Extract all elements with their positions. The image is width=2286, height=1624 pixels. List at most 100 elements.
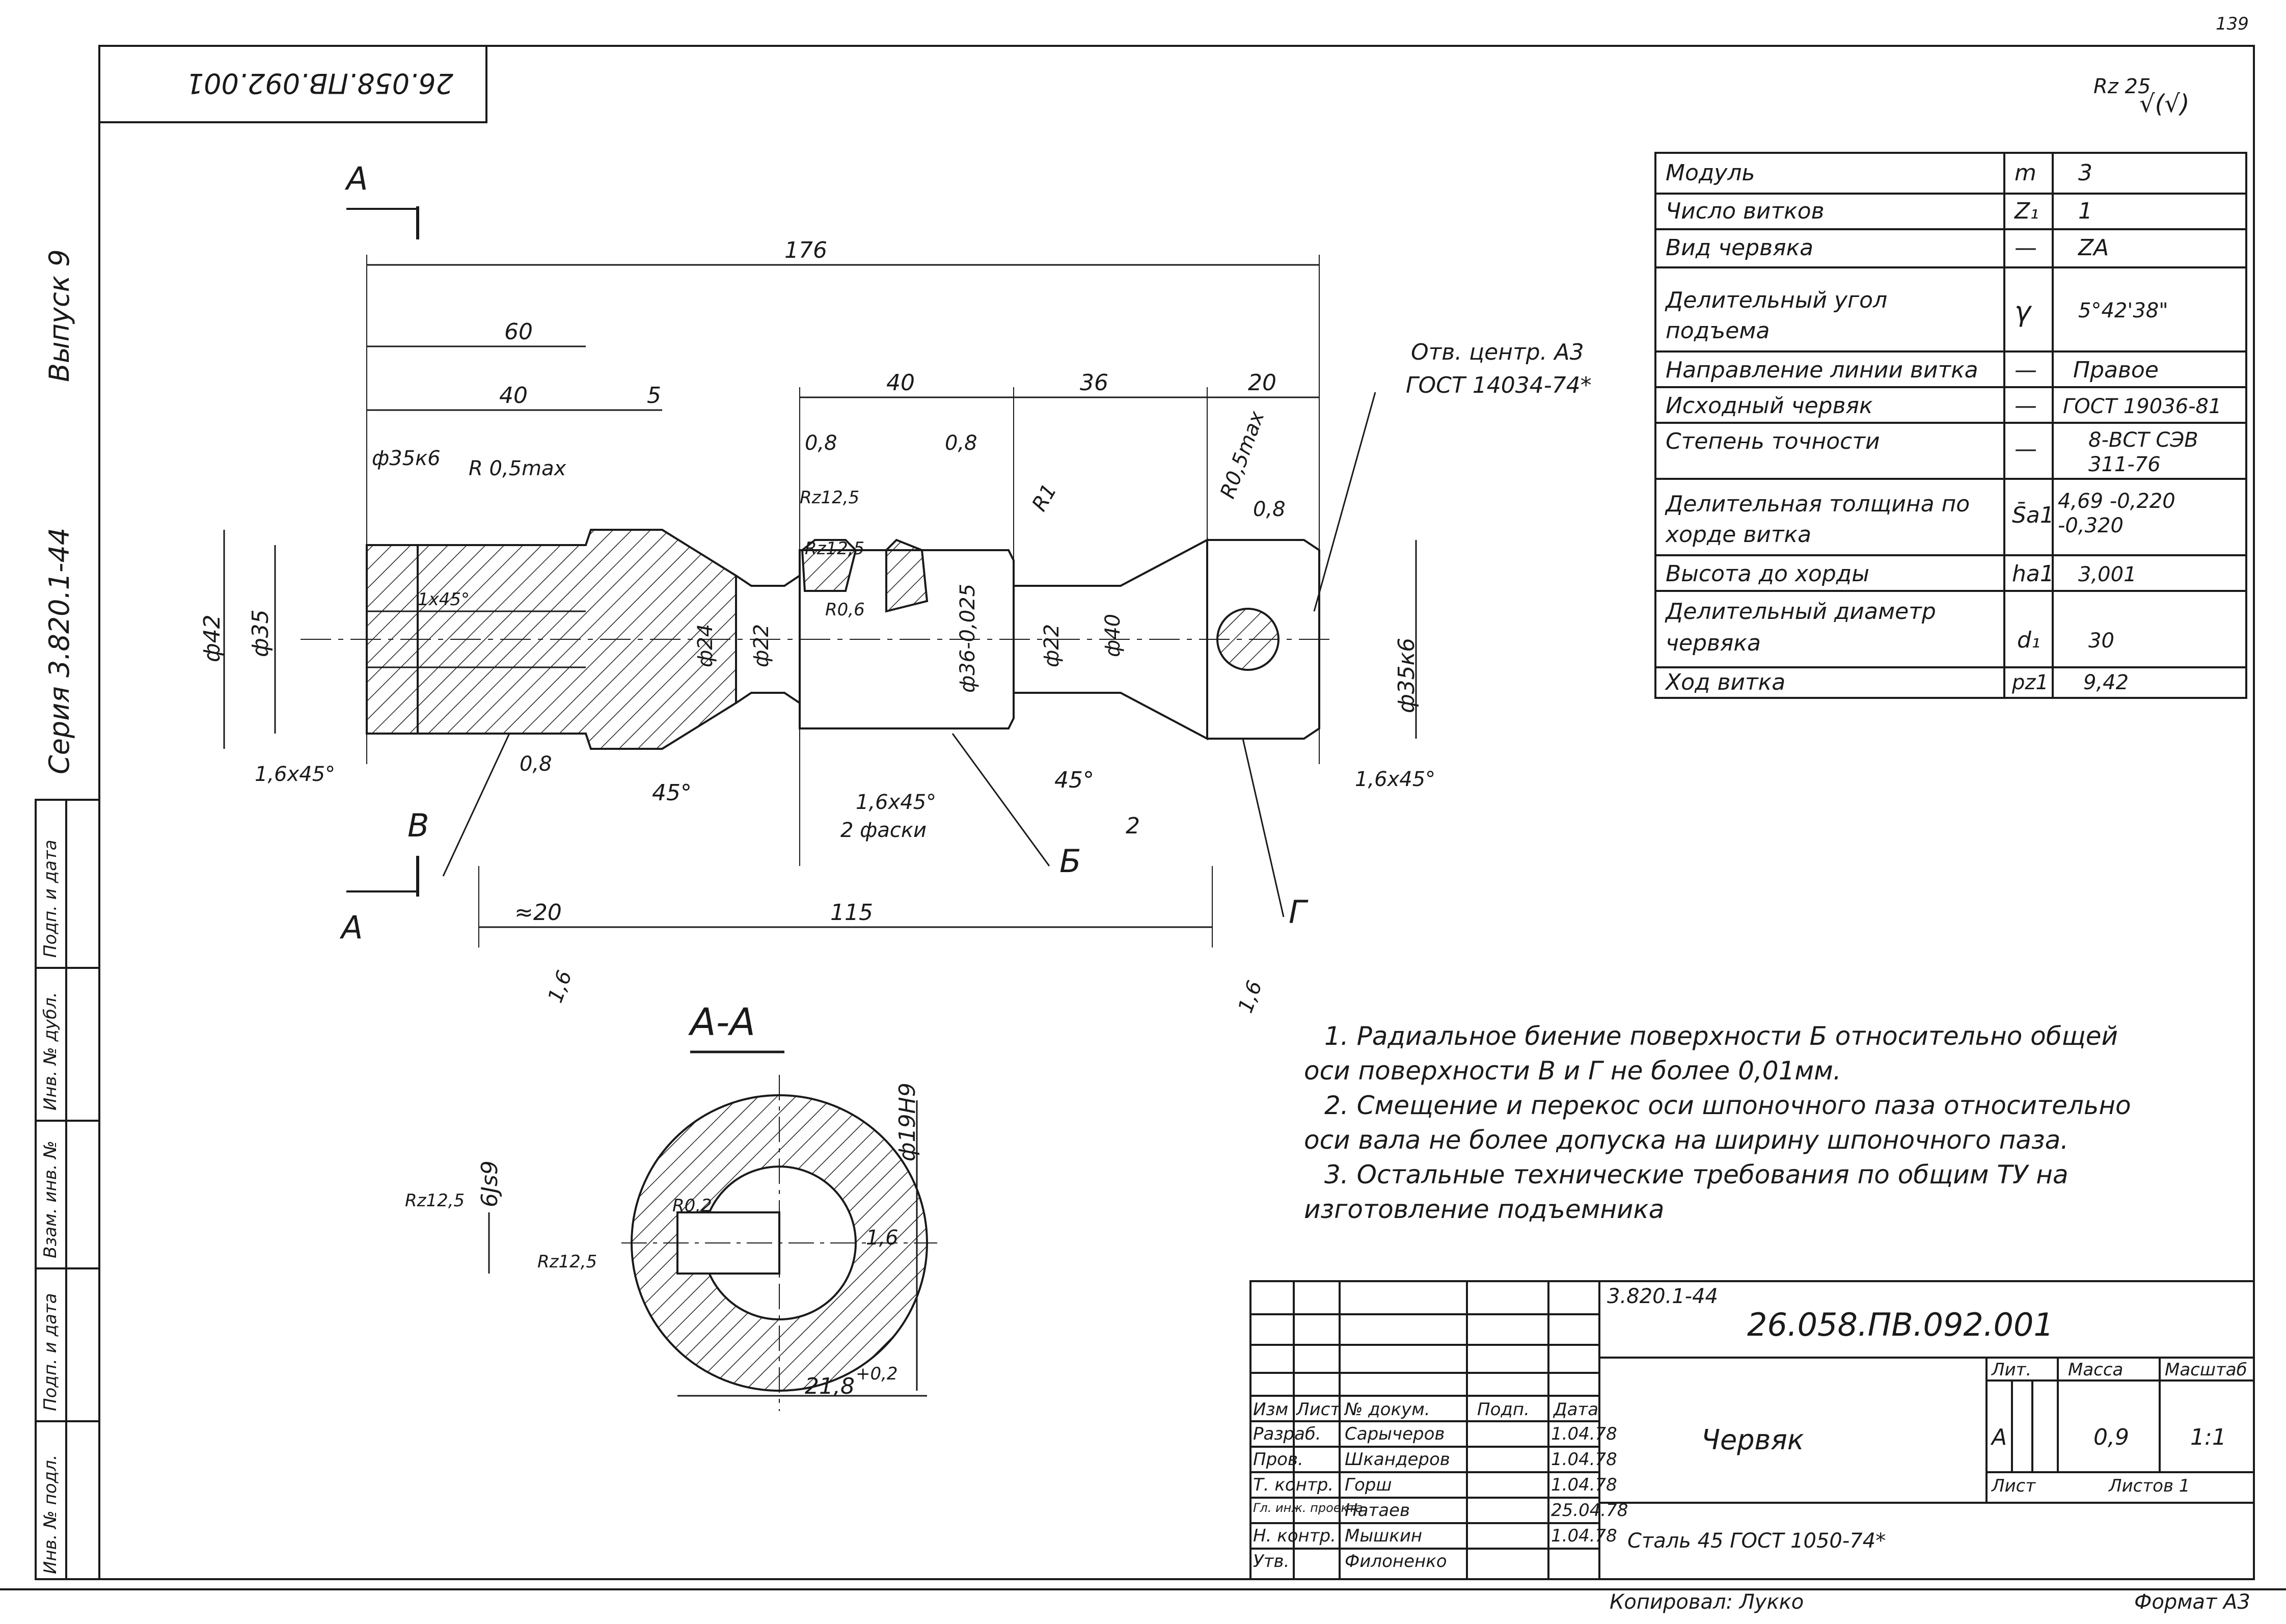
dim-d22-right: ф22 — [1040, 624, 1064, 667]
dim-d42: ф42 — [199, 614, 225, 662]
param-sym-direction: — — [2015, 357, 2037, 383]
section-roughness-16: 1,6 — [866, 1226, 899, 1250]
param-sym-type: — — [2015, 235, 2037, 261]
roughness-08-a: 0,8 — [805, 431, 837, 455]
param-val-direction: Правое — [2073, 357, 2159, 383]
tb-head-date: Дата — [1554, 1399, 1599, 1420]
tb-name-3: Горш — [1345, 1475, 1392, 1495]
section-title: А-А — [690, 1000, 755, 1044]
tb-head-doc: № докум. — [1345, 1399, 1430, 1420]
param-name-accuracy: Степень точности — [1666, 428, 1880, 454]
section-r02: R0,2 — [672, 1196, 712, 1216]
param-sym-chord-thickness: S̄a1 — [2012, 502, 2054, 528]
param-val-lead-angle: 5°42'38" — [2078, 299, 2168, 322]
param-sym-pitch-diameter: d₁ — [2017, 627, 2040, 653]
dim-r05max-left: R 0,5max — [469, 457, 566, 480]
section-rz125-b: Rz12,5 — [537, 1252, 597, 1272]
chamfer-1x45: 1x45° — [418, 589, 470, 610]
dim-d35k6-right: ф35к6 — [1394, 637, 1420, 713]
tb-name-2: Шкандеров — [1345, 1449, 1450, 1470]
tb-date-3: 1.04.78 — [1551, 1475, 1617, 1495]
note-line-1: 1. Радиальное биение поверхности Б относ… — [1324, 1021, 2118, 1051]
tb-lit-value: А — [1992, 1424, 2007, 1450]
roughness-08-b: 0,8 — [945, 431, 977, 455]
param-name-lead-angle: Делительный угол подъема — [1666, 287, 1888, 344]
strip-label-3: Взам. инв. № — [40, 1141, 61, 1258]
tb-date-4: 25.04.78 — [1551, 1500, 1628, 1521]
param-name-lead: Ход витка — [1666, 669, 1786, 695]
format-label: Формат А3 — [2134, 1590, 2250, 1614]
tb-scale-value: 1:1 — [2190, 1424, 2226, 1450]
roughness-rz125-b: Rz12,5 — [805, 538, 865, 559]
dim-40-mid: 40 — [886, 370, 915, 396]
strip-label-5: Инв. № подл. — [40, 1454, 61, 1574]
param-name-chord-height: Высота до хорды — [1666, 561, 1869, 587]
series-label: Серия 3.820.1-44 — [43, 527, 75, 774]
tb-head-list: Лист — [1296, 1399, 1341, 1420]
param-val-accuracy: 8-ВСТ СЭВ 311-76 — [2088, 428, 2198, 476]
tb-name-1: Сарычеров — [1345, 1424, 1445, 1444]
section-mark-a-bottom: А — [341, 909, 363, 946]
tb-part-name: Червяк — [1701, 1424, 1804, 1456]
left-strip — [35, 799, 100, 1580]
section-6js9: 6Js9 — [477, 1160, 503, 1207]
strip-label-2: Инв. № дубл. — [40, 992, 61, 1111]
roughness-symbol-icon: √(√) — [2139, 90, 2190, 118]
top-stamp-box — [98, 45, 487, 123]
angle-45-left: 45° — [652, 780, 692, 806]
chamfer-16-right: 1,6х45° — [1355, 768, 1436, 791]
tb-role-3: Т. контр. — [1253, 1475, 1334, 1495]
tb-designation: 26.058.ПВ.092.001 — [1747, 1306, 2054, 1343]
param-name-type: Вид червяка — [1666, 235, 1814, 261]
roughness-08-d: 0,8 — [520, 752, 552, 776]
param-val-pitch-diameter: 30 — [2088, 629, 2114, 653]
surface-label-ge: Г — [1289, 894, 1307, 931]
param-sym-module: m — [2015, 160, 2036, 186]
param-sym-accuracy: — — [2015, 436, 2037, 462]
tb-date-5: 1.04.78 — [1551, 1526, 1617, 1546]
tb-date-2: 1.04.78 — [1551, 1449, 1617, 1470]
dim-d40: ф40 — [1101, 613, 1125, 657]
tb-sheets-label: Листов 1 — [2109, 1476, 2190, 1496]
tb-material: Сталь 45 ГОСТ 1050-74* — [1627, 1529, 1886, 1553]
surface-label-be: Б — [1059, 843, 1081, 880]
section-dim-218: 21,8 — [805, 1373, 855, 1399]
param-sym-lead: pz1 — [2012, 671, 2049, 694]
dim-d22-left: ф22 — [750, 624, 773, 667]
param-name-turns: Число витков — [1666, 198, 1825, 224]
param-val-turns: 1 — [2078, 198, 2092, 224]
param-val-lead: 9,42 — [2083, 671, 2129, 694]
param-val-base-worm: ГОСТ 19036-81 — [2063, 395, 2222, 418]
strip-label-1: Подп. и дата — [40, 840, 61, 958]
dim-20: 20 — [1248, 370, 1276, 396]
tb-role-6: Утв. — [1253, 1551, 1290, 1572]
note-line-4: оси вала не более допуска на ширину шпон… — [1304, 1125, 2069, 1155]
param-sym-chord-height: ha1 — [2012, 561, 2054, 587]
section-rz125-a: Rz12,5 — [405, 1190, 465, 1211]
tb-lit-label: Лит. — [1992, 1360, 2032, 1380]
angle-45-right: 45° — [1054, 767, 1094, 793]
param-name-direction: Направление линии витка — [1666, 357, 1978, 383]
param-val-type: ZA — [2078, 235, 2109, 261]
note-line-2: оси поверхности В и Г не более 0,01мм. — [1304, 1056, 1841, 1086]
issue-label: Выпуск 9 — [43, 249, 75, 382]
top-stamp-designation: 26.058.ПВ.092.001 — [186, 67, 453, 99]
note-line-5: 3. Остальные технические требования по о… — [1324, 1160, 2069, 1189]
section-tol-02: +0,2 — [856, 1364, 898, 1384]
chamfer-16-left: 1,6х45° — [255, 763, 336, 786]
dim-d35k6-left: ф35к6 — [372, 447, 441, 470]
dim-36: 36 — [1080, 370, 1108, 396]
param-sym-base-worm: — — [2015, 393, 2037, 419]
param-name-module: Модуль — [1666, 160, 1755, 186]
section-mark-a-top: А — [346, 160, 368, 197]
technical-notes: 1. Радиальное биение поверхности Б относ… — [1304, 1019, 2144, 1227]
tb-head-sign: Подп. — [1477, 1399, 1530, 1420]
tb-mass-value: 0,9 — [2093, 1424, 2129, 1450]
tb-role-5: Н. контр. — [1253, 1526, 1336, 1546]
tb-role-4: Гл. инж. проекта — [1253, 1501, 1363, 1515]
tb-head-izm: Изм — [1253, 1399, 1289, 1420]
copied-by: Копировал: Лукко — [1610, 1590, 1804, 1614]
tb-name-5: Мышкин — [1345, 1526, 1423, 1546]
